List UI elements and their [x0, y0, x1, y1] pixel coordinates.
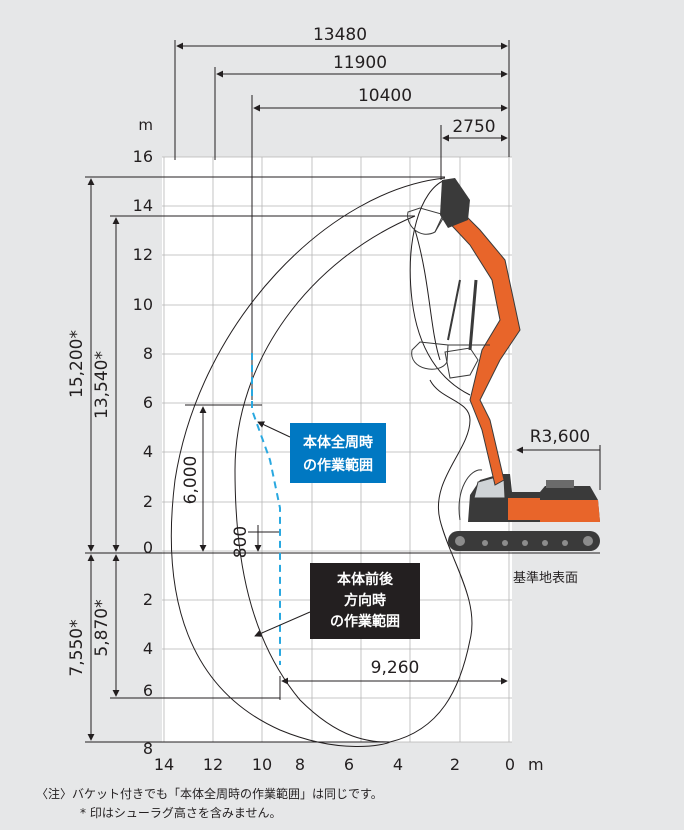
y-tick-label: 6: [143, 393, 153, 412]
label-box-front-back: [310, 563, 420, 639]
dim-2750: 2750: [452, 117, 495, 137]
bucket: [440, 178, 470, 228]
dim-9260: 9,260: [371, 658, 420, 678]
y-tick-label: 14: [133, 196, 153, 215]
dim-13480: 13480: [313, 25, 367, 45]
full-swing-range-dashed: [251, 353, 281, 665]
inner-curve-2: [414, 229, 441, 361]
dim-11900: 11900: [333, 53, 387, 73]
label-full-swing-2: の作業範囲: [303, 457, 373, 474]
dim-10400: 10400: [358, 86, 412, 106]
excavator-illustration: [407, 178, 600, 551]
y-tick-label: 4: [143, 442, 153, 461]
x-tick-label: 0: [505, 755, 515, 774]
front-back-range-curve: [234, 215, 473, 743]
left-dimensions: [85, 176, 512, 743]
x-tick-label: 14: [154, 755, 174, 774]
x-tick-label: 10: [252, 755, 272, 774]
body-panel: [508, 498, 540, 520]
y-tick-label: 10: [133, 295, 153, 314]
y-tick-label: 2: [143, 492, 153, 511]
x-tick-label: 8: [295, 755, 305, 774]
dim-r3600: R3,600: [530, 427, 590, 447]
y-tick-label: 16: [133, 147, 153, 166]
inner-curve-1: [409, 179, 471, 396]
dim-5870: 5,870*: [92, 599, 112, 656]
pointer-blue: [257, 421, 291, 438]
pointer-black: [254, 611, 311, 637]
x-unit-label: m: [528, 755, 544, 774]
dim-6000: 6,000: [181, 456, 201, 505]
top-dimensions: [174, 40, 510, 400]
y-tick-label: 2: [143, 590, 153, 609]
x-tick-label: 2: [450, 755, 460, 774]
x-tick-label: 4: [393, 755, 403, 774]
y-unit-label: m: [138, 116, 153, 134]
x-tick-label: 12: [203, 755, 223, 774]
dim-800: 800: [231, 526, 251, 558]
working-range-curves: [170, 177, 473, 747]
label-box-full-swing: [290, 423, 386, 483]
counterweight: [540, 500, 600, 522]
rail: [546, 480, 574, 488]
dim-13540: 13,540*: [92, 351, 112, 419]
note-line-2: * 印はシューラグ高さを含みません。: [80, 806, 282, 820]
y-tick-label: 6: [143, 681, 153, 700]
ground-label: 基準地表面: [513, 570, 578, 586]
dim-15200: 15,200*: [67, 330, 87, 398]
y-tick-label: 4: [143, 639, 153, 658]
y-tick-label: 12: [133, 245, 153, 264]
note-line-1: 〈注〉バケット付きでも「本体全周時の作業範囲」は同じです。: [36, 787, 383, 801]
y-tick-label: 0: [143, 538, 153, 557]
label-full-swing-1: 本体全周時: [303, 434, 373, 451]
y-tick-label: 8: [143, 739, 153, 758]
x-tick-label: 6: [344, 755, 354, 774]
label-front-back-2: 方向時: [344, 592, 386, 609]
label-front-back-3: の作業範囲: [330, 613, 400, 630]
label-front-back-1: 本体前後: [337, 571, 394, 588]
max-reach-curve: [170, 177, 446, 747]
y-tick-label: 8: [143, 344, 153, 363]
dim-7550: 7,550*: [67, 619, 87, 676]
